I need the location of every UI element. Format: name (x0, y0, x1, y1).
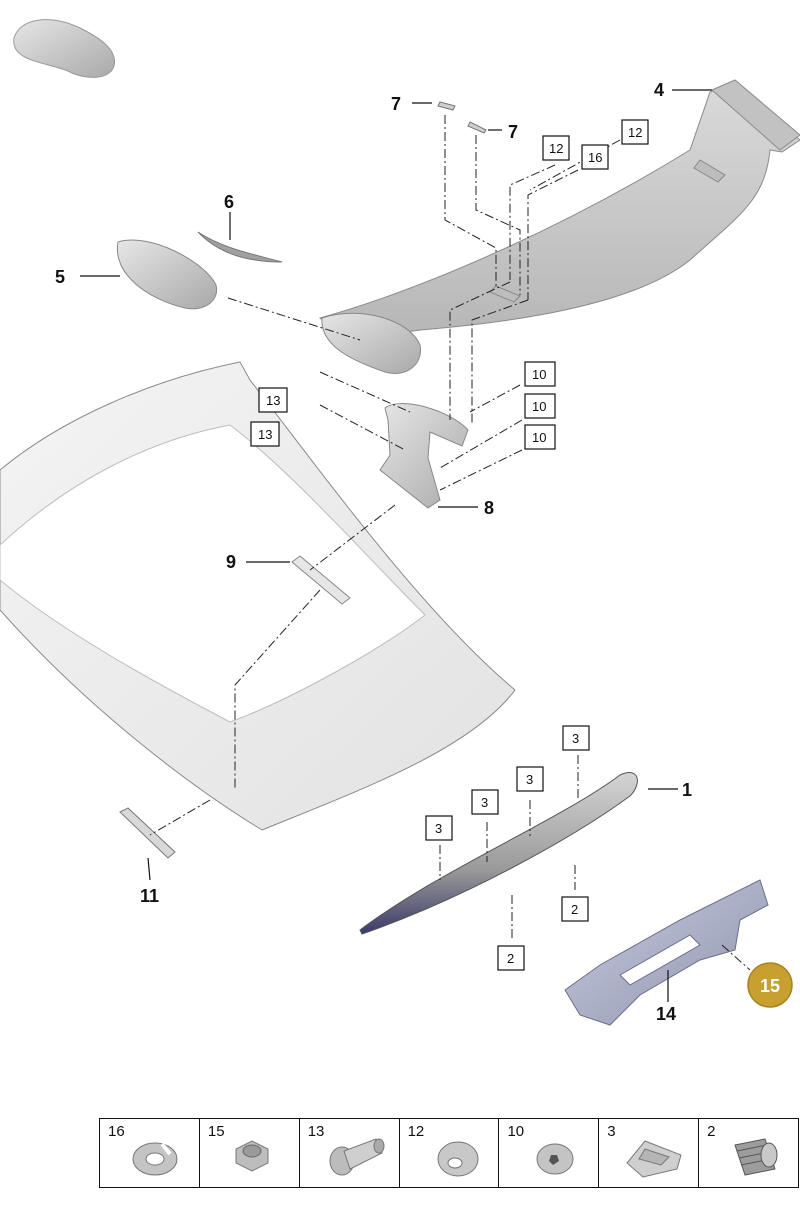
legend-label: 16 (108, 1123, 125, 1140)
callout-5: 5 (55, 267, 65, 287)
svg-text:12: 12 (549, 141, 563, 156)
callout-8: 8 (484, 498, 494, 518)
seal-strip (197, 231, 283, 263)
gasket (291, 555, 351, 605)
legend-label: 2 (707, 1123, 716, 1140)
expansion-nut-icon (734, 1138, 778, 1176)
legend-label: 15 (207, 1123, 225, 1140)
svg-text:13: 13 (258, 427, 272, 442)
boxed-callout-16: 16 (581, 144, 609, 170)
wing-mount-bracket (379, 403, 469, 509)
spring-washer-icon (132, 1142, 178, 1176)
callout-7: 7 (391, 94, 401, 114)
highlight-callout-15[interactable]: 15 (747, 962, 793, 1008)
callout-7: 7 (508, 122, 518, 142)
legend-cell[interactable]: 12 (400, 1119, 500, 1187)
leader-lines (80, 89, 712, 1002)
svg-text:15: 15 (760, 976, 780, 996)
rubber-grommet-icon (437, 1141, 479, 1177)
callout-11: 11 (140, 886, 159, 906)
legend-cell[interactable]: 13 (300, 1119, 400, 1187)
boxed-callout-12: 12 (621, 119, 649, 145)
screw-icon (329, 1138, 385, 1176)
svg-text:3: 3 (526, 772, 533, 787)
callout-9: 9 (226, 552, 236, 572)
svg-text:10: 10 (532, 399, 546, 414)
pin (437, 101, 456, 111)
legend-cell[interactable]: 15 (200, 1119, 300, 1187)
rear-wing (318, 81, 800, 341)
decklid-opening (0, 424, 426, 723)
svg-text:12: 12 (628, 125, 642, 140)
gt4rs-badge-wing (321, 312, 422, 374)
svg-text:3: 3 (435, 821, 442, 836)
boxed-callout-2: 2 (561, 896, 589, 922)
boxed-callout-10: 10 (524, 393, 556, 419)
callout-6: 6 (224, 192, 234, 212)
svg-text:3: 3 (481, 795, 488, 810)
boxed-callout-13: 13 (258, 387, 288, 413)
boxed-callout-13: 13 (250, 421, 280, 447)
fastener-legend: 16 15 13 12 10 (99, 1118, 799, 1188)
clip-nut-icon (626, 1140, 682, 1178)
pin (467, 121, 487, 134)
legend-cell[interactable]: 10 (499, 1119, 600, 1187)
legend-label: 10 (507, 1123, 525, 1140)
legend-cell[interactable]: 16 (100, 1119, 200, 1187)
third-brake-light (359, 772, 638, 935)
svg-text:13: 13 (266, 393, 280, 408)
torx-bolt-icon (536, 1143, 574, 1175)
callout-14: 14 (656, 1004, 676, 1024)
exploded-parts-diagram: 1 4 5 6 7 7 8 9 11 14 12 12 16 13 13 10 … (0, 19, 800, 1026)
wing-slot (693, 159, 726, 183)
legend-label: 3 (607, 1123, 616, 1140)
callout-1: 1 (682, 780, 692, 800)
boxed-callout-12: 12 (542, 135, 570, 161)
svg-text:10: 10 (532, 367, 546, 382)
car-thumbnail-icon (13, 19, 116, 78)
boxed-callout-3: 3 (425, 815, 453, 841)
boxed-callout-10: 10 (524, 424, 556, 450)
gt4rs-badge (116, 239, 218, 310)
svg-text:16: 16 (588, 150, 602, 165)
boxed-callout-3: 3 (516, 766, 544, 792)
bracket-cutout (619, 934, 701, 986)
wing-endplate (711, 79, 800, 151)
svg-text:2: 2 (507, 951, 514, 966)
hex-nut-icon (235, 1140, 269, 1172)
assembly-lines (149, 115, 751, 971)
boxed-callout-2: 2 (497, 945, 525, 971)
legend-label: 12 (407, 1123, 425, 1140)
legend-cell[interactable]: 2 (699, 1119, 798, 1187)
seal-strip (119, 807, 176, 859)
boxed-callout-3: 3 (471, 789, 499, 815)
svg-text:2: 2 (571, 902, 578, 917)
callout-4: 4 (654, 80, 664, 100)
legend-label: 13 (307, 1123, 325, 1140)
svg-text:10: 10 (532, 430, 546, 445)
legend-cell[interactable]: 3 (599, 1119, 700, 1187)
boxed-callout-10: 10 (524, 361, 556, 387)
boxed-callout-3: 3 (562, 725, 590, 751)
svg-text:3: 3 (572, 731, 579, 746)
